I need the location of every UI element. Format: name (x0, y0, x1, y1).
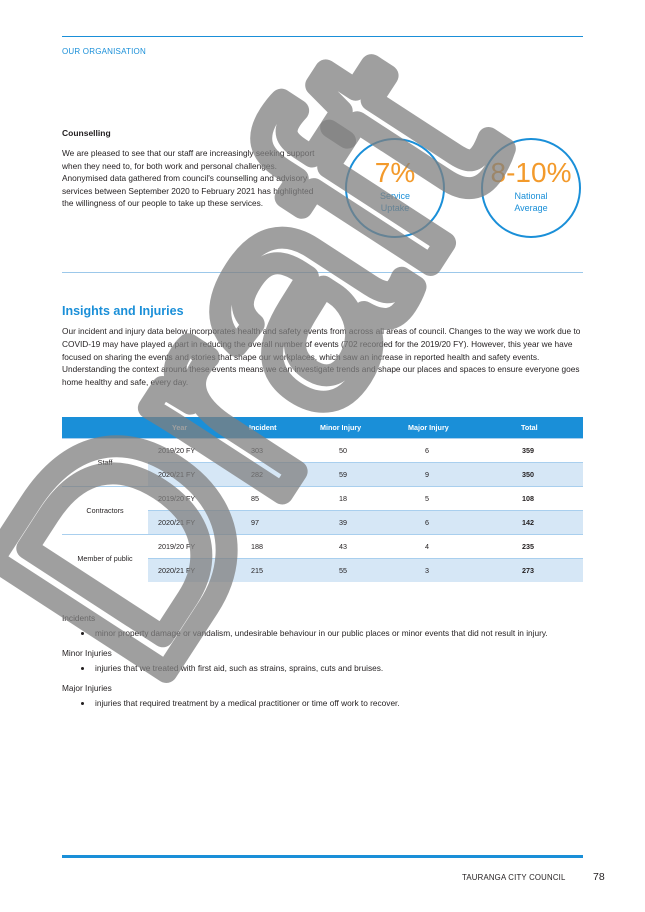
group-label: Contractors (62, 486, 148, 535)
section-label: OUR ORGANISATION (62, 47, 146, 56)
counselling-heading: Counselling (62, 128, 111, 138)
header-rule (62, 36, 583, 37)
page-number: 78 (593, 871, 605, 883)
table-header-row: Year Incident Minor Injury Major Injury … (62, 417, 583, 439)
footer-rule (62, 855, 583, 858)
stat-value: 7% (374, 157, 416, 188)
header-cell-minor: Minor Injury (313, 417, 400, 439)
footer-organisation: TAURANGA CITY COUNCIL (462, 873, 566, 882)
injury-table: Year Incident Minor Injury Major Injury … (62, 417, 583, 582)
definition-item: injuries that we treated with first aid,… (93, 662, 587, 675)
insights-heading: Insights and Injuries (62, 304, 184, 318)
group-label: Staff (62, 438, 148, 487)
header-cell-incident: Incident (230, 417, 313, 439)
header-cell-year: Year (148, 417, 230, 439)
definition-item: minor property damage or vandalism, unde… (93, 627, 587, 640)
insights-body: Our incident and injury data below incor… (62, 326, 581, 388)
definition-category: Incidents (62, 613, 96, 623)
definition-category: Major Injuries (62, 683, 112, 693)
table-row: 2020/21 FY 282 59 9 350 (62, 462, 583, 487)
definitions: Incidents minor property damage or vanda… (62, 612, 587, 717)
table-row: Contractors 2019/20 FY 85 18 5 108 (62, 486, 583, 535)
counselling-body: We are pleased to see that our staff are… (62, 148, 315, 208)
definition-category: Minor Injuries (62, 648, 112, 658)
table-row: 2020/21 FY 215 55 3 273 (62, 558, 583, 582)
header-cell-total: Total (483, 417, 583, 439)
header-cell-group (62, 417, 148, 439)
table-row: Member of public 2019/20 FY 188 43 4 235 (62, 534, 583, 582)
stat-value: 8-10% (490, 157, 572, 188)
table-row: 2020/21 FY 97 39 6 142 (62, 510, 583, 535)
table-row: Staff 2019/20 FY 303 50 6 359 (62, 438, 583, 487)
section-divider (62, 272, 583, 273)
definition-item: injuries that required treatment by a me… (93, 697, 587, 710)
group-label: Member of public (62, 534, 148, 582)
header-cell-major: Major Injury (400, 417, 483, 439)
